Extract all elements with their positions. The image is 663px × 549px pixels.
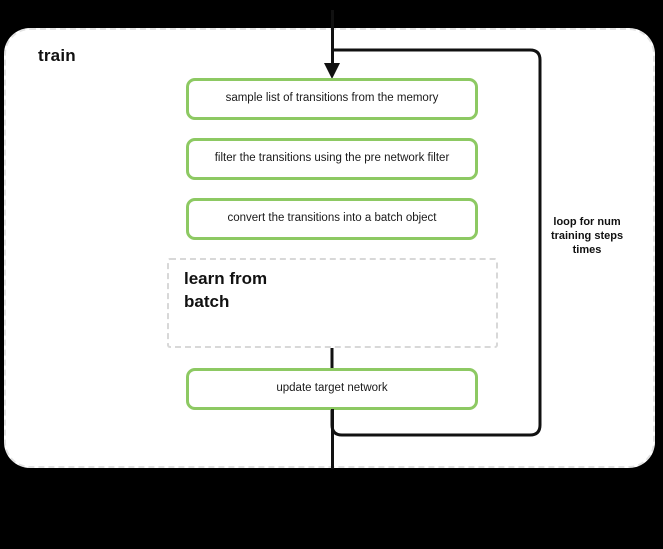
step-label-update-target-network: update target network: [276, 382, 388, 395]
step-box-filter[interactable]: filter the transitions using the pre net…: [186, 138, 478, 180]
step-label-convert: convert the transitions into a batch obj…: [227, 212, 437, 225]
container-title: train: [38, 46, 76, 65]
inbound-arrow-head: [324, 63, 340, 79]
step-box-update-target-network[interactable]: update target network: [186, 368, 478, 410]
loop-label-line-3: times: [572, 244, 602, 257]
step-box-sample[interactable]: sample list of transitions from the memo…: [186, 78, 478, 120]
step-label-learn-from-batch: learn from batch: [184, 269, 268, 311]
step-label-filter: filter the transitions using the pre net…: [214, 152, 450, 165]
step-block-learn-from-batch[interactable]: learn from batch: [167, 258, 498, 348]
step-label-sample: sample list of transitions from the memo…: [225, 92, 439, 105]
loop-path: [330, 48, 542, 437]
loop-label-line-1: loop for num: [553, 216, 621, 228]
loop-label-line-2: training steps: [550, 230, 624, 243]
inbound-arrow-shaft: [331, 10, 334, 66]
step-box-convert[interactable]: convert the transitions into a batch obj…: [186, 198, 478, 240]
loop-label: loop for num training steps times: [545, 215, 629, 257]
outbound-line: [331, 409, 334, 469]
